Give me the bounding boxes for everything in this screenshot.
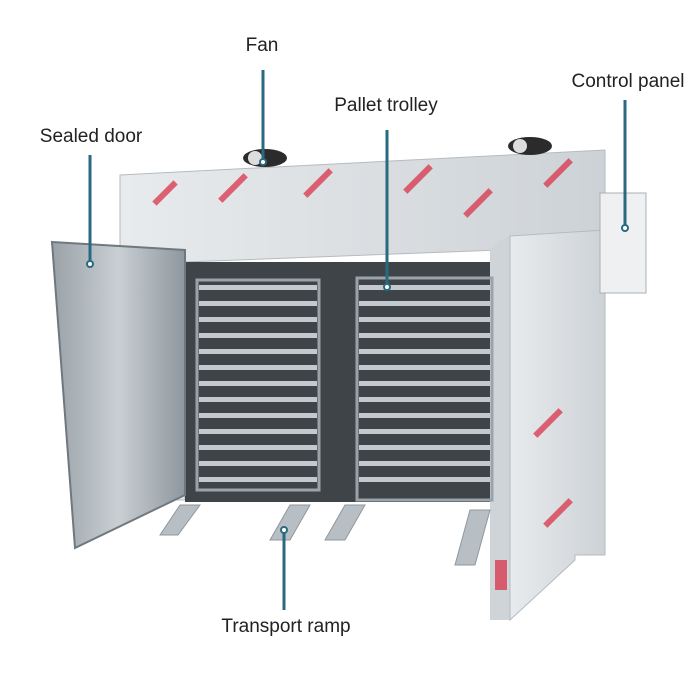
sticker-pattern: [152, 158, 573, 590]
tray: [359, 413, 490, 418]
pallet-trolleys: [195, 276, 494, 502]
label-transport-ramp: Transport ramp: [221, 616, 351, 637]
tray: [199, 381, 317, 386]
tray: [359, 301, 490, 306]
label-fan: Fan: [245, 35, 279, 56]
tray: [199, 365, 317, 370]
tray: [199, 445, 317, 450]
tray: [199, 349, 317, 354]
tray: [359, 365, 490, 370]
label-sealed-door: Sealed door: [39, 126, 143, 147]
tray: [359, 381, 490, 386]
tray: [199, 461, 317, 466]
trays: [199, 285, 490, 482]
tray: [359, 349, 490, 354]
tray: [199, 301, 317, 306]
tray: [359, 397, 490, 402]
tray: [359, 477, 490, 482]
tray: [199, 317, 317, 322]
tray: [359, 461, 490, 466]
callout-lines: [88, 70, 627, 610]
fan-units: [243, 137, 552, 167]
tray: [199, 429, 317, 434]
tray: [359, 333, 490, 338]
label-control-panel: Control panel: [571, 71, 685, 92]
tray: [359, 285, 490, 290]
callout-dots: [86, 158, 629, 534]
tray: [199, 397, 317, 402]
tray: [199, 477, 317, 482]
control-panel-box: [599, 192, 647, 294]
tray: [359, 429, 490, 434]
tray: [199, 413, 317, 418]
transport-ramps: [159, 504, 491, 566]
tray: [199, 333, 317, 338]
tray: [359, 317, 490, 322]
sealed-door-panel: [50, 240, 186, 550]
label-pallet-trolley: Pallet trolley: [334, 95, 438, 116]
tray: [199, 285, 317, 290]
tray: [359, 445, 490, 450]
